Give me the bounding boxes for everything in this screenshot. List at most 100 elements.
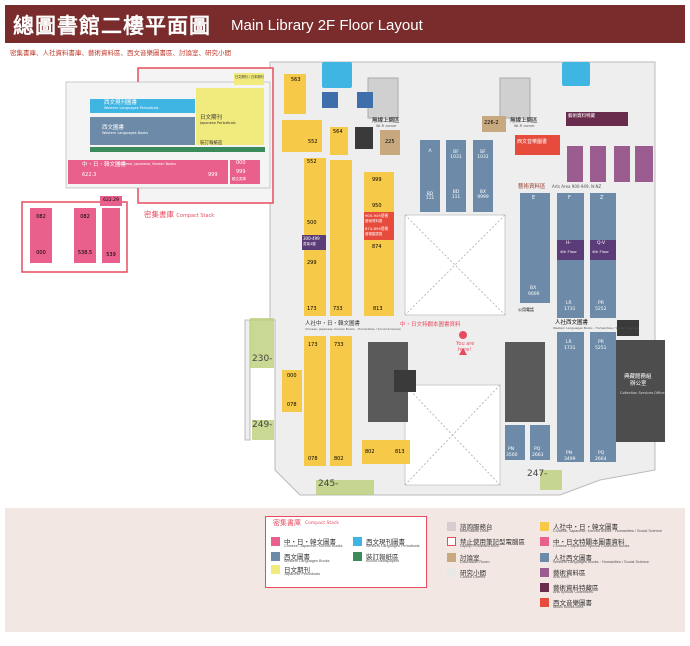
- shelf-813b: 813: [395, 449, 405, 455]
- art-area-label-en: Arts Area 900-949, N-NZ: [552, 184, 602, 189]
- shelf-pn2: PN: [566, 451, 573, 456]
- shelf-500: 500: [307, 220, 317, 226]
- legend-swatch: [540, 537, 549, 546]
- shelf-pr2-num: 5251: [595, 346, 607, 351]
- special-collection-label: 中・日文特闢本圖書資料: [400, 322, 461, 328]
- shelf-733b: 733: [334, 342, 344, 348]
- legend-label: 藝術資料特藏區: [553, 584, 599, 592]
- shelf-a-top: A: [428, 148, 432, 154]
- japanese-periodicals-label: 日文期刊: [200, 115, 223, 121]
- shelf-bx2: BX: [530, 286, 537, 291]
- cjk-books-start: 622.3: [82, 172, 97, 178]
- shelf-564: 564: [333, 129, 343, 135]
- shelf-a-bd: A BD 111: [420, 140, 440, 212]
- shelf-a-bottom2: 111: [425, 196, 435, 202]
- shelf-lr-num: 1731: [564, 307, 576, 312]
- shelf-range-300: 300-499: [303, 236, 320, 241]
- western-books-label: 西文圖書: [102, 125, 125, 131]
- legend-label-en: Chinese, Japanese, Korean Books · Humani…: [553, 529, 662, 533]
- legend-swatch: [353, 552, 362, 561]
- legend-label: 日文期刊: [284, 566, 310, 574]
- shelf-000: 000: [287, 373, 297, 379]
- shelf-pq2-num: 2664: [595, 457, 607, 462]
- compact-cell-label: 000: [36, 249, 46, 256]
- western-periodicals-label: 西文現刊圖書: [104, 100, 138, 106]
- cjk-books-label: 中・日・韓文圖書: [82, 162, 127, 168]
- legend-label: 中・日・韓文圖書: [284, 538, 336, 546]
- wireless-area-2: 無線上網區: [510, 118, 538, 124]
- shelf-813a: 813: [373, 306, 383, 312]
- shelf-f: F: [568, 195, 571, 201]
- cjk-cell-b: 999: [236, 169, 246, 175]
- cjk-books-shelf: 中・日・韓文圖書 Chinese, Japanese, Korean Books…: [68, 160, 228, 184]
- legend-label: 中・日文特闢本圖書資料: [553, 538, 625, 546]
- japanese-periodicals-label-en: Japanese Periodicals: [200, 121, 236, 125]
- legend-swatch: [540, 522, 549, 531]
- shelf-bx2-num: 9000: [528, 292, 540, 297]
- shelf-z: Z: [600, 195, 604, 201]
- shelf-874: 874: [372, 244, 382, 250]
- compact-cell-539: 539: [102, 208, 120, 263]
- shelf-pr: PR: [598, 301, 604, 306]
- shelf-802: 802: [334, 456, 344, 462]
- shelf-pn1: PN: [508, 447, 515, 452]
- room-225: 225: [385, 139, 395, 145]
- compact-stack-label: 密集書庫 Compact Stack: [144, 210, 214, 220]
- western-music-label: 西文音樂圖書: [517, 139, 548, 145]
- legend-label-en: Music Books Area: [553, 605, 584, 609]
- shelf-lr: LR: [566, 301, 572, 306]
- legend-label-en: Western Languages Books · Humanities / S…: [553, 560, 649, 564]
- art-special-label: 藝術資料特藏: [568, 114, 595, 119]
- shelf-999: 999: [372, 177, 382, 183]
- collection-office-label-en: Collection Services Office: [620, 391, 665, 395]
- legend-swatch: [447, 522, 456, 531]
- shelf-078b: 078: [287, 402, 297, 408]
- collection-office-label: 典藏館務組: [624, 374, 652, 380]
- shelf-733a: 733: [333, 306, 343, 312]
- shelf-pr-num: 5252: [595, 307, 607, 312]
- shelf-173a: 173: [307, 306, 317, 312]
- wireless-area-1: 無線上網區: [372, 118, 400, 124]
- shelf-h: H-: [566, 241, 572, 246]
- shelf-bf-top: BF: [453, 150, 459, 156]
- shelf-563: 563: [291, 77, 301, 83]
- shelf-range-874: 874-899藝術: [365, 226, 389, 231]
- legend-label: 諮詢服務台: [460, 523, 493, 531]
- page-title-en: Main Library 2F Floor Layout: [231, 17, 423, 34]
- shelf-range-300-sub: 書架4樓: [303, 242, 316, 246]
- legend-swatch: [447, 553, 456, 562]
- legend-label-en: Western Languages Books: [284, 559, 330, 563]
- legend-label-en: Chinese / Japanese Special Collection Bo…: [553, 544, 630, 548]
- shelf-lr2-num: 1731: [564, 346, 576, 351]
- shelf-299: 299: [307, 260, 317, 266]
- compact-cell-622: 622.29: [100, 196, 122, 206]
- japanese-periodicals-shelf: 日文期刊 Japanese Periodicals: [196, 88, 264, 145]
- you-are-here-marker: [459, 331, 467, 339]
- shelf-bx-bottom: BX: [479, 190, 487, 195]
- legend-swatch: [271, 552, 280, 561]
- shelf-bd-bottom: BD: [452, 190, 460, 195]
- legend-label: 研究小間: [460, 569, 486, 577]
- shelf-bf2-top: BF: [480, 150, 486, 156]
- legend-label-en: Laptop Prohibited Area: [460, 544, 499, 548]
- legend-label-en: Chinese, Japanese, Korean Books: [284, 544, 343, 548]
- compact-cell-label: 082: [36, 214, 46, 220]
- legend-swatch: [447, 568, 456, 577]
- shelf-range-874-sub: 音樂圖書區: [365, 232, 383, 236]
- humanities-western-label-en: Western Languages Books · Humanities / S…: [553, 326, 639, 330]
- compact-cell-label: 538.5: [77, 249, 93, 256]
- wireless-area-2-en: Wi-Fi corner: [514, 124, 535, 128]
- public-phone-label: 公用電話: [518, 307, 534, 312]
- room-226: 226-2: [484, 120, 499, 126]
- you-are-here-label-en: here!: [458, 347, 472, 353]
- shelf-bd-bottom-num: 111: [451, 194, 461, 200]
- cjk-books-label-en: Chinese, Japanese, Korean Books: [118, 162, 177, 166]
- legend-label: 討論室: [460, 554, 480, 562]
- bound-newspapers-shelf: 裝訂報紙區: [90, 141, 265, 152]
- humanities-cjk-label: 人社中・日・韓文圖書: [305, 321, 361, 327]
- art-area-label: 藝術資料區: [518, 184, 546, 190]
- legend-swatch: [540, 598, 549, 607]
- legend-label-en: Western Languages Periodicals: [366, 544, 420, 548]
- shelf-e: E: [532, 195, 536, 201]
- page-title: 總圖書館二樓平面圖: [13, 14, 211, 38]
